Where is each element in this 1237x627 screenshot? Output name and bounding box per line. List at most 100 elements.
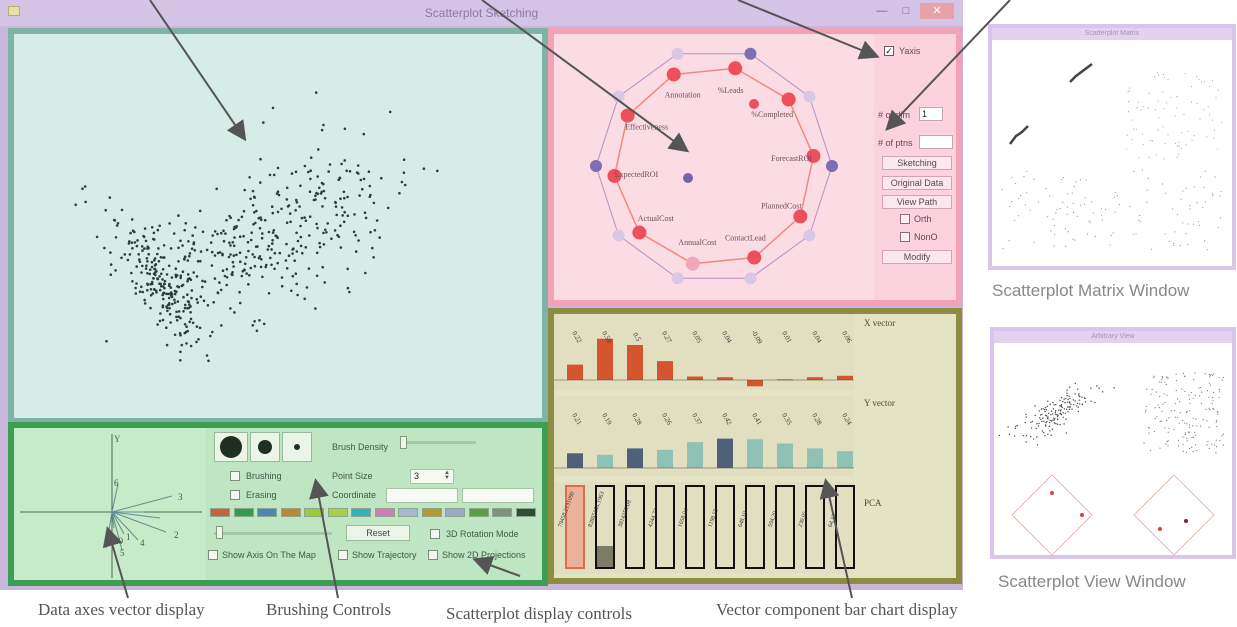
scatterplot-matrix-canvas[interactable] [992,40,1232,266]
matrix-point [1085,179,1087,181]
palette-swatch[interactable] [398,508,418,517]
maximize-icon[interactable]: □ [902,5,910,17]
matrix-point [1177,153,1180,155]
scatter-point [141,249,144,252]
yaxis-checkbox[interactable]: ✓ [884,46,894,56]
scatterplot-view-canvas[interactable] [994,343,1232,555]
scatter-point [173,298,176,302]
show-axis-checkbox[interactable] [208,550,218,560]
palette-swatch[interactable] [374,508,395,517]
num-ptns-input[interactable] [919,135,953,149]
slider-thumb[interactable] [216,526,223,539]
palette-swatch[interactable] [515,508,536,517]
modify-button[interactable]: Modify [882,250,952,264]
rotation-mode-checkbox[interactable] [430,529,440,539]
palette-swatch[interactable] [468,508,489,517]
scatter-point [150,280,154,284]
palette-swatch[interactable] [233,508,254,517]
axis-vector-number: 1 [126,532,131,542]
scatter-point [273,267,276,271]
matrix-point [1138,157,1140,159]
original-data-button[interactable]: Original Data [882,176,952,190]
scatter-point [314,194,317,198]
show-trajectory-checkbox[interactable] [338,550,348,560]
close-icon[interactable]: ✕ [920,3,954,19]
scatter-point [322,243,326,246]
scatter-point [187,306,191,310]
scatter-point [270,263,273,267]
view-point [1046,417,1049,419]
pca-value: 648.10 [738,511,749,529]
scatter-point [174,275,178,279]
view-point [1060,405,1062,407]
scatter-point [284,259,288,262]
view-point [1166,440,1168,443]
scatter-point [155,270,158,273]
palette-swatch[interactable] [445,508,465,517]
scatter-point [291,248,294,251]
palette-swatch[interactable] [210,508,230,517]
matrix-point [1052,218,1054,220]
brushing-checkbox[interactable] [230,471,240,481]
num-dims-spinner[interactable]: 1 [919,107,943,121]
view-point [1186,410,1188,413]
scatter-point [216,251,220,255]
palette-swatch[interactable] [492,508,512,517]
view-path-button[interactable]: View Path [882,195,952,209]
axis-vector-number: 2 [174,530,179,540]
scatter-point [188,252,192,255]
matrix-point [1129,206,1131,208]
scatter-point [314,307,317,310]
palette-swatch[interactable] [351,508,371,517]
matrix-point [1114,191,1116,193]
rotation-slider[interactable] [214,526,332,540]
show-projections-checkbox[interactable] [428,550,438,560]
radviz-axis-label: Annotation [665,91,701,100]
matrix-point [1164,142,1166,144]
scatter-point [224,232,227,235]
spinner-arrows-icon[interactable]: ▲▼ [444,470,450,481]
view-point [1149,450,1152,452]
sketching-button[interactable]: Sketching [882,156,952,170]
view-point [1200,391,1203,393]
matrix-point [1200,81,1203,84]
scatter-point [213,277,217,280]
scatter-point [280,276,284,279]
scatter-point [362,132,366,136]
palette-swatch[interactable] [280,508,301,517]
palette-swatch[interactable] [421,508,442,517]
palette-swatch[interactable] [327,508,348,517]
brush-medium-button[interactable] [250,432,280,462]
view-point [1094,401,1096,404]
view-point [1216,420,1218,422]
minimize-icon[interactable]: — [876,5,888,17]
scatter-point [314,91,318,94]
coordinate-x-field[interactable] [386,488,458,503]
x-vector-bar [717,377,733,380]
erasing-checkbox[interactable] [230,490,240,500]
scatterplot-canvas[interactable] [14,34,542,418]
matrix-point [1156,71,1158,74]
reset-button[interactable]: Reset [346,525,410,541]
view-point [1042,417,1044,419]
scatter-point [333,229,337,232]
scatterplot-panel[interactable] [8,28,548,424]
view-point [1191,436,1193,439]
point-size-spinner[interactable]: 3 ▲▼ [410,469,454,484]
view-point [1192,397,1194,400]
orth-checkbox[interactable] [900,214,910,224]
palette-swatch[interactable] [257,508,277,517]
radviz-canvas[interactable]: ExpectedROIEffectivenessAnnotation%Leads… [554,34,874,300]
nono-checkbox[interactable] [900,232,910,242]
brush-small-button[interactable] [282,432,312,462]
brush-density-slider[interactable] [400,436,476,450]
scatterplot-matrix-window: Scatterplot Matrix [988,24,1236,270]
coordinate-y-field[interactable] [462,488,534,503]
scatter-point [233,311,236,314]
scatter-point [339,224,342,227]
palette-swatch[interactable] [304,508,324,517]
view-point [1063,423,1065,425]
brush-large-button[interactable] [214,432,248,462]
scatter-point [158,282,161,285]
slider-thumb[interactable] [400,436,407,449]
